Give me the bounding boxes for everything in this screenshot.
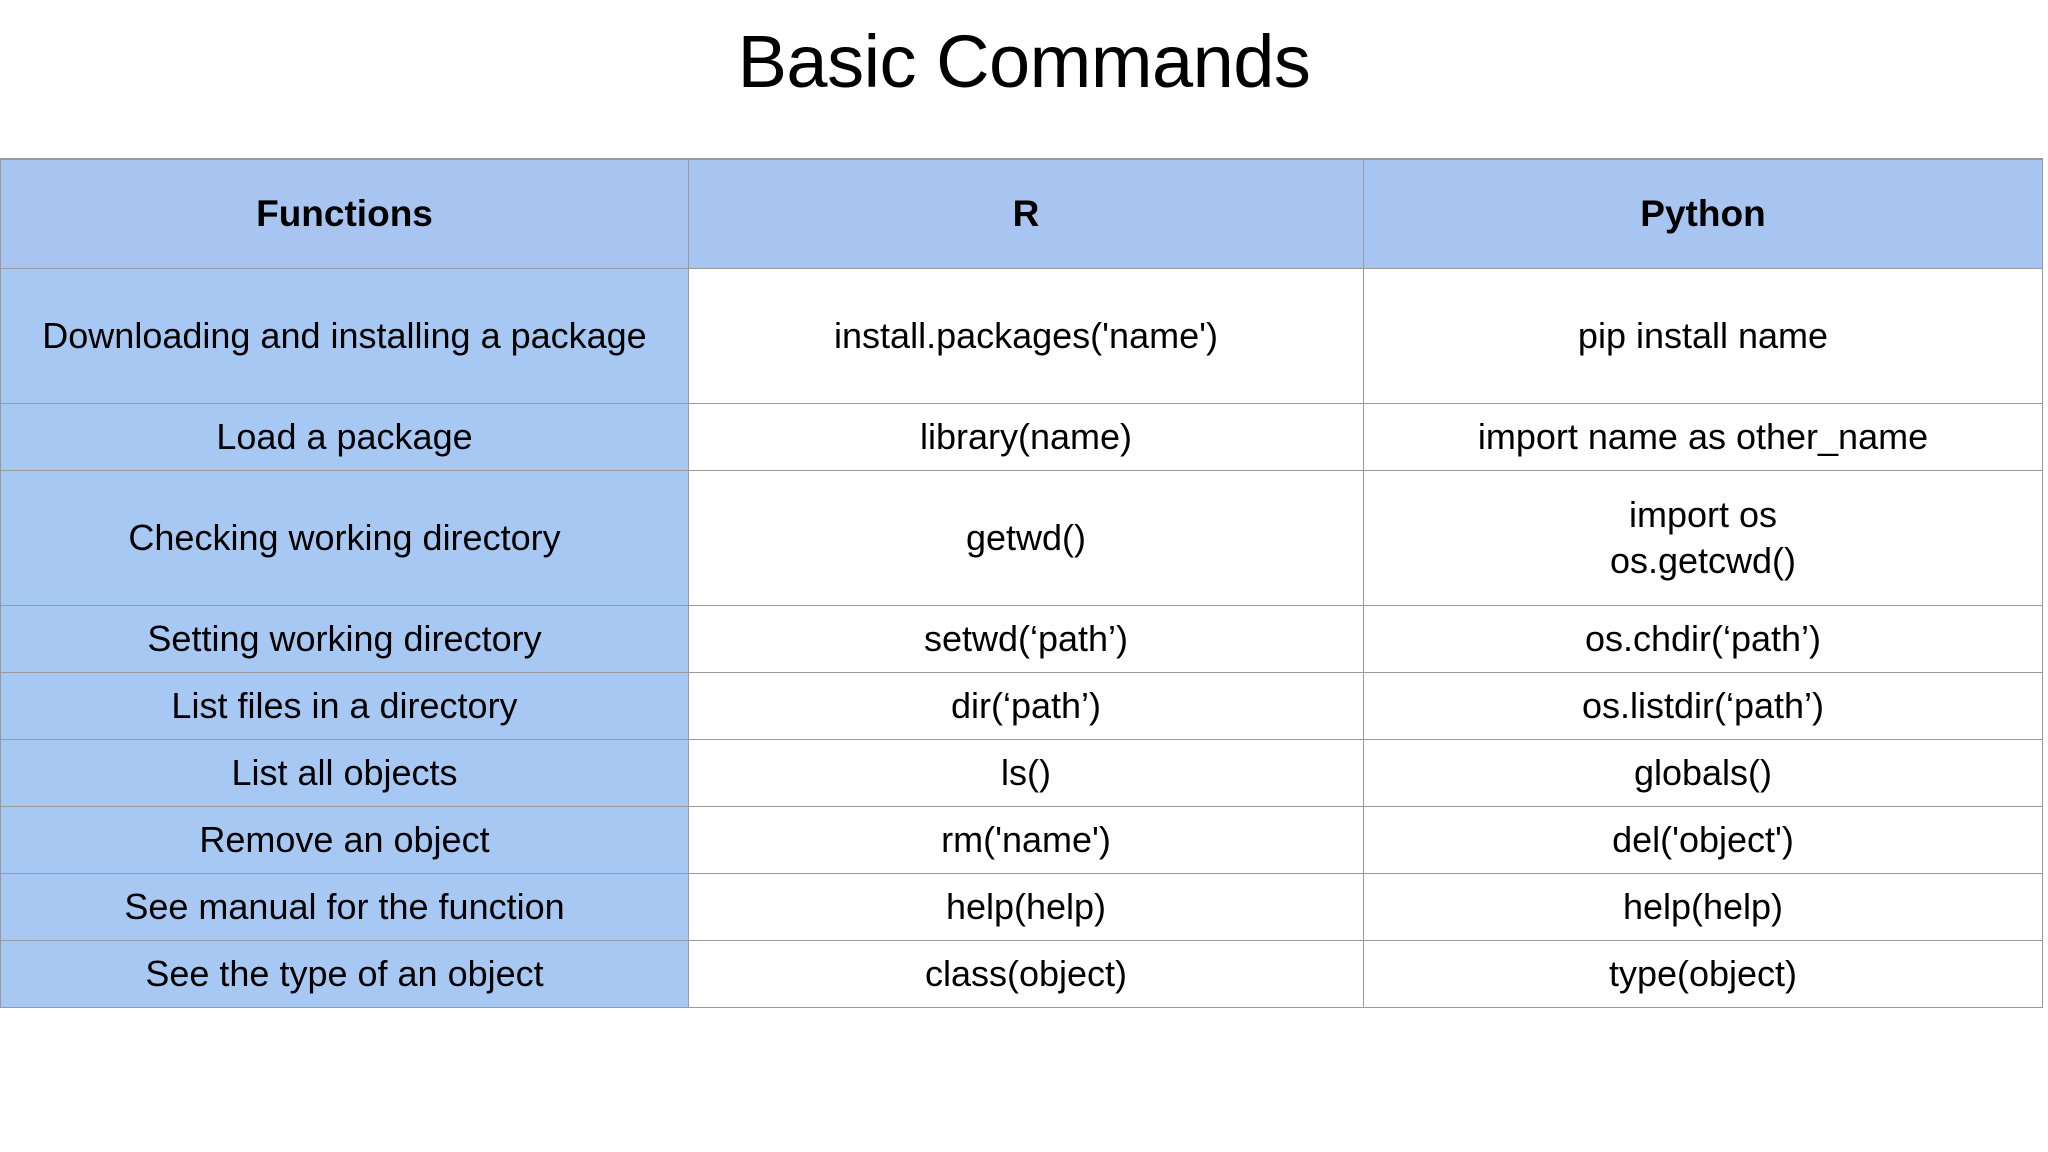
cell-r: setwd(‘path’) xyxy=(688,605,1364,673)
cell-r: install.packages('name') xyxy=(688,268,1364,404)
cell-function: See manual for the function xyxy=(0,873,689,941)
table-row: Setting working directory setwd(‘path’) … xyxy=(0,605,2043,673)
table-row: See manual for the function help(help) h… xyxy=(0,873,2043,941)
cell-r: rm('name') xyxy=(688,806,1364,874)
cell-function: Load a package xyxy=(0,403,689,471)
cell-r: getwd() xyxy=(688,470,1364,606)
cell-r: ls() xyxy=(688,739,1364,807)
cell-r: library(name) xyxy=(688,403,1364,471)
table-row: Checking working directory getwd() impor… xyxy=(0,470,2043,606)
cell-python-line-2: os.getcwd() xyxy=(1609,540,1797,581)
cell-function: List all objects xyxy=(0,739,689,807)
table-row: List all objects ls() globals() xyxy=(0,739,2043,807)
table-row: Downloading and installing a package ins… xyxy=(0,268,2043,404)
cell-r: dir(‘path’) xyxy=(688,672,1364,740)
table-row: List files in a directory dir(‘path’) os… xyxy=(0,672,2043,740)
cell-function: Downloading and installing a package xyxy=(0,268,689,404)
cell-python-line-1: import os xyxy=(1628,494,1778,535)
page-title: Basic Commands xyxy=(737,20,1311,103)
cell-python: help(help) xyxy=(1363,873,2043,941)
column-header-functions: Functions xyxy=(0,158,689,269)
cell-python: os.listdir(‘path’) xyxy=(1363,672,2043,740)
cell-r: class(object) xyxy=(688,940,1364,1008)
cell-function: Remove an object xyxy=(0,806,689,874)
cell-python: type(object) xyxy=(1363,940,2043,1008)
cell-python: import name as other_name xyxy=(1363,403,2043,471)
cell-python: os.chdir(‘path’) xyxy=(1363,605,2043,673)
cell-function: Setting working directory xyxy=(0,605,689,673)
table-header: Functions R Python xyxy=(0,158,2043,269)
table-row: See the type of an object class(object) … xyxy=(0,940,2043,1008)
cell-function: List files in a directory xyxy=(0,672,689,740)
column-header-r: R xyxy=(688,158,1364,269)
cell-function: See the type of an object xyxy=(0,940,689,1008)
column-header-python: Python xyxy=(1363,158,2043,269)
table-row: Load a package library(name) import name… xyxy=(0,403,2043,471)
cell-r: help(help) xyxy=(688,873,1364,941)
header-row: Functions R Python xyxy=(0,158,2043,269)
cell-python: globals() xyxy=(1363,739,2043,807)
cell-python: pip install name xyxy=(1363,268,2043,404)
basic-commands-table: Functions R Python Downloading and insta… xyxy=(0,158,2043,1008)
cell-python: del('object') xyxy=(1363,806,2043,874)
table-body: Downloading and installing a package ins… xyxy=(0,268,2043,1008)
cell-function: Checking working directory xyxy=(0,470,689,606)
commands-table-container: Functions R Python Downloading and insta… xyxy=(0,158,2043,1008)
table-row: Remove an object rm('name') del('object'… xyxy=(0,806,2043,874)
cell-python: import os os.getcwd() xyxy=(1363,470,2043,606)
